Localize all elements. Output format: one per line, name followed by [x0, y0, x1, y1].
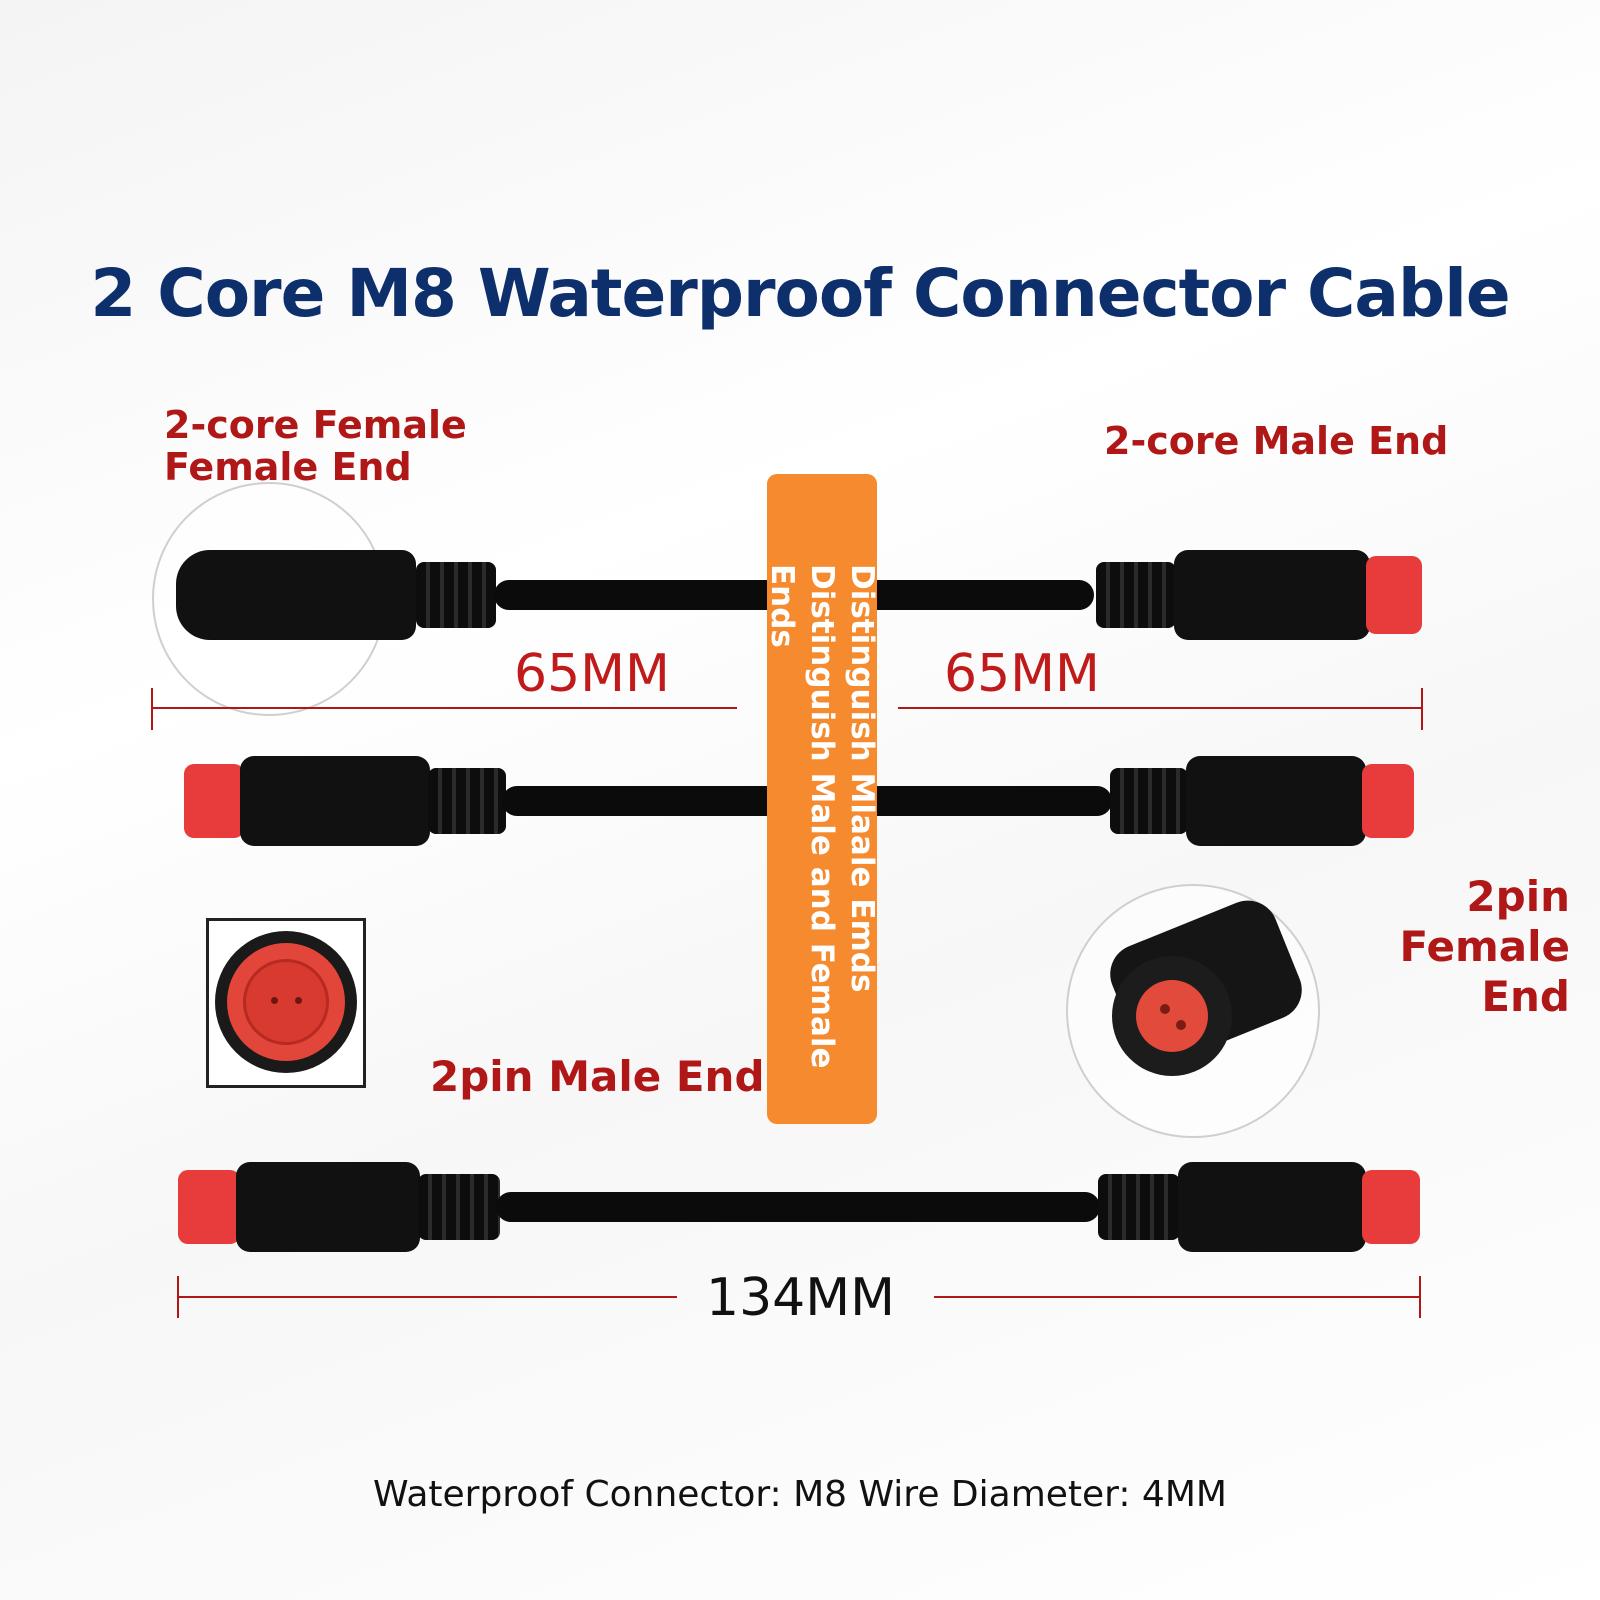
male-pin-1 [271, 997, 278, 1004]
connector-body-left [240, 756, 430, 846]
female-pin-hole-2 [1176, 1020, 1186, 1030]
dimension-line-left [151, 707, 737, 709]
connector-body-left [236, 1162, 420, 1252]
spec-footer: Waterproof Connector: M8 Wire Diameter: … [373, 1474, 1227, 1515]
connector-grip-right [1110, 768, 1188, 834]
dimension-tick-left [151, 688, 153, 730]
cable-row-3 [178, 1162, 1424, 1252]
connector-grip-left [428, 768, 506, 834]
distinguish-band-line1: Distinguish Mlaale Emds [844, 564, 880, 993]
cable-row-1 [176, 550, 1426, 640]
female-end-label: 2-core Female Female End [164, 404, 467, 488]
pin-female-label: 2pin Female End [1300, 872, 1570, 1022]
total-dimension-value: 134MM [706, 1268, 895, 1328]
male-pin-closeup-inner [243, 959, 329, 1045]
dimension-left-value: 65MM [514, 644, 670, 704]
total-dimension-line-right [934, 1296, 1420, 1298]
female-pin-closeup-circle [1066, 884, 1320, 1138]
male-pin-2 [295, 997, 302, 1004]
male-connector-body [1174, 550, 1370, 640]
total-dimension-tick-right [1419, 1276, 1421, 1318]
female-connector-grip [416, 562, 496, 628]
pin-female-label-line1: 2pin Female [1399, 872, 1570, 971]
male-connector-cap-right [1362, 1170, 1420, 1244]
dimension-tick-right [1421, 688, 1423, 730]
female-end-label-line1: 2-core Female [164, 403, 467, 447]
connector-grip-right [1098, 1174, 1180, 1240]
distinguish-band-line2: Distinguish Male and Female Ends [764, 564, 840, 1069]
male-connector-cap [1366, 556, 1422, 634]
female-pin-hole-1 [1160, 1004, 1170, 1014]
cable-wire [496, 1192, 1100, 1222]
page-title: 2 Core M8 Waterproof Connector Cable [90, 255, 1510, 332]
dimension-right-value: 65MM [944, 644, 1100, 704]
male-connector-cap-left [178, 1170, 240, 1244]
female-connector-body [176, 550, 416, 640]
total-dimension-line-left [177, 1296, 677, 1298]
connector-grip-left [418, 1174, 500, 1240]
pin-male-label: 2pin Male End [430, 1052, 765, 1101]
pin-female-label-line2: End [1481, 972, 1570, 1021]
male-end-label: 2-core Male End [1104, 419, 1449, 463]
connector-body-right [1178, 1162, 1366, 1252]
male-connector-grip [1096, 562, 1176, 628]
dimension-line-right [898, 707, 1422, 709]
male-connector-cap-right [1362, 764, 1414, 838]
female-pin-closeup-face [1136, 980, 1208, 1052]
distinguish-band: Distinguish Mlaale Emds Distinguish Male… [764, 474, 880, 1124]
connector-body-right [1186, 756, 1366, 846]
male-connector-cap-left [184, 764, 244, 838]
male-pin-closeup-frame [206, 918, 366, 1088]
female-end-label-line2: Female End [164, 445, 412, 489]
distinguish-band-text: Distinguish Mlaale Emds Distinguish Male… [764, 474, 880, 1124]
